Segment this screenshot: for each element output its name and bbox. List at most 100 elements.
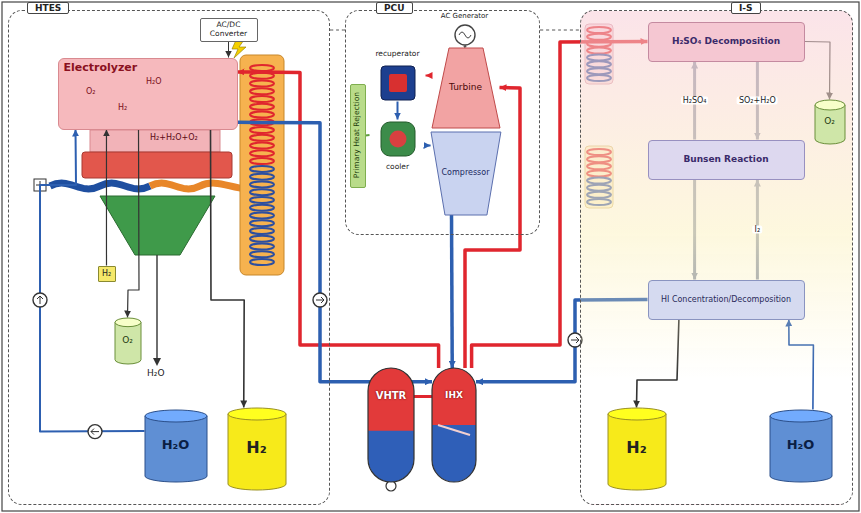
flow-connector bbox=[40, 130, 145, 432]
tank-top bbox=[115, 318, 141, 327]
vessel-cold bbox=[368, 368, 414, 482]
flow-connector bbox=[128, 130, 140, 318]
tank-body bbox=[228, 414, 286, 490]
node-label: Primary Heat Rejection bbox=[353, 92, 362, 178]
pump-mark bbox=[571, 337, 579, 343]
region-panel: I-SH₂SO₄ DecompositionBunsen ReactionHI … bbox=[580, 10, 853, 505]
coil-turn bbox=[250, 174, 274, 180]
coil-turn bbox=[250, 104, 274, 110]
region-panel: PCUAC GeneratorTurbineCompressorrecupera… bbox=[345, 10, 540, 235]
pump bbox=[313, 293, 327, 307]
region-heading: PCU bbox=[376, 2, 413, 14]
coil-turn bbox=[250, 127, 274, 133]
cooler-icon bbox=[381, 122, 415, 156]
process-box: Bunsen Reaction bbox=[648, 140, 805, 180]
tank-top bbox=[228, 408, 286, 420]
generator-wave bbox=[459, 32, 471, 38]
flow-connector bbox=[397, 102, 399, 120]
water-tank: H₂O bbox=[770, 410, 832, 482]
tank-body bbox=[608, 414, 666, 490]
node-label: VHTR bbox=[376, 390, 407, 402]
node-label: cooler bbox=[386, 163, 409, 172]
flow-label: SO₂+H₂O bbox=[737, 96, 778, 105]
node-label: HI Concentration/Decomposition bbox=[661, 295, 791, 304]
region-link bbox=[540, 30, 580, 31]
coil-turn bbox=[250, 220, 274, 226]
recuperator-icon bbox=[381, 66, 415, 100]
tank-body bbox=[815, 105, 845, 144]
generator-circle bbox=[455, 25, 475, 45]
flow-connector bbox=[366, 134, 370, 136]
lightning-symbol bbox=[232, 40, 246, 58]
region-link bbox=[330, 30, 345, 31]
flow-connector bbox=[238, 72, 439, 368]
flow-connector bbox=[450, 215, 454, 369]
coil-turn bbox=[250, 181, 274, 187]
heat-exchanger-box bbox=[240, 55, 284, 275]
converter-card: AC/DC Converter bbox=[200, 18, 258, 42]
recuperator-symbol: recuperator bbox=[370, 50, 426, 102]
cell-stack bbox=[82, 152, 232, 178]
node-label: O₂ bbox=[824, 116, 835, 126]
pump-mark bbox=[316, 297, 324, 303]
vessel-outline bbox=[432, 368, 476, 482]
electrolyzer-box: Electrolyzer bbox=[58, 58, 238, 130]
coil-turn bbox=[250, 88, 274, 94]
vessel-tubes bbox=[438, 425, 470, 435]
turbine-outline bbox=[432, 48, 500, 128]
tank-top bbox=[145, 410, 207, 422]
coil-turn bbox=[250, 150, 274, 156]
flow-connector bbox=[414, 395, 432, 398]
node-label: Bunsen Reaction bbox=[683, 154, 768, 164]
pump bbox=[33, 293, 47, 307]
pump-mark bbox=[91, 429, 99, 435]
coil-turn bbox=[250, 112, 274, 118]
coil-turn bbox=[250, 212, 274, 218]
coil-turn bbox=[250, 96, 274, 102]
coil-turn bbox=[250, 205, 274, 211]
water-outlet bbox=[156, 255, 157, 360]
node-label: IHX bbox=[445, 390, 463, 400]
gas-box: H₂ bbox=[98, 266, 116, 282]
pump-body bbox=[313, 293, 327, 307]
cooler-symbol: cooler bbox=[370, 120, 426, 172]
coil-windings bbox=[250, 27, 611, 265]
cooler-core bbox=[389, 130, 406, 147]
coil-turn bbox=[250, 228, 274, 234]
node-label: Turbine bbox=[449, 82, 482, 92]
flow-connector bbox=[238, 122, 433, 381]
gas-tank: O₂ bbox=[815, 100, 845, 144]
tank-top bbox=[770, 410, 832, 422]
coil-turn bbox=[250, 143, 274, 149]
node-label: H₂SO₄ Decomposition bbox=[672, 36, 780, 46]
node-label: recuperator bbox=[375, 50, 419, 59]
node-label: O₂ bbox=[122, 335, 133, 345]
node-label: H₂O bbox=[787, 438, 815, 453]
node-label: Electrolyzer bbox=[64, 62, 138, 75]
vessel-outline bbox=[368, 368, 414, 482]
compressor-outline bbox=[431, 132, 501, 215]
coil-turn bbox=[250, 158, 274, 164]
tank-body bbox=[115, 322, 141, 364]
flow-connector bbox=[426, 145, 431, 147]
water-tank: H₂O bbox=[145, 410, 207, 482]
flow-connector bbox=[426, 75, 432, 77]
flow-connector bbox=[228, 42, 229, 58]
pump-body bbox=[33, 293, 47, 307]
coil-turn bbox=[250, 197, 274, 203]
node-label: H₂ bbox=[246, 439, 266, 457]
species-label: O₂ bbox=[86, 88, 96, 97]
separator bbox=[100, 196, 215, 255]
reactor-vessel: VHTR bbox=[368, 368, 414, 482]
process-box: H₂SO₄ Decomposition bbox=[648, 22, 805, 62]
compressor-shape: Compressor bbox=[431, 132, 501, 215]
node-label: H₂O bbox=[162, 438, 190, 453]
tank-body bbox=[770, 416, 832, 482]
flow-connector bbox=[211, 130, 245, 408]
node-label: H₂ bbox=[626, 439, 646, 457]
arrowhead bbox=[153, 358, 161, 366]
flow-connector bbox=[465, 88, 520, 369]
coil-turn bbox=[250, 81, 274, 87]
